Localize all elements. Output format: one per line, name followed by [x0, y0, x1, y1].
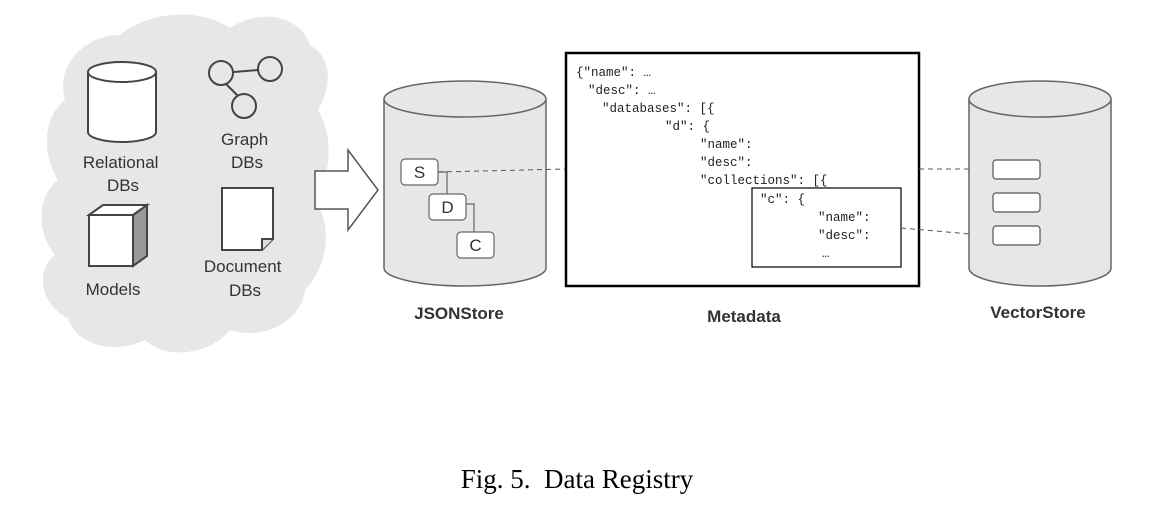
svg-text:C: C [469, 236, 481, 255]
vector-slot [992, 225, 1041, 246]
relational-db-icon [87, 61, 157, 143]
data-sources-cloud [41, 14, 329, 353]
schema-node-s: S [400, 158, 439, 186]
svg-text:S: S [414, 163, 425, 182]
models-cube-icon [85, 203, 151, 268]
graph-dbs-label: Graph DBs [221, 130, 273, 172]
vectorstore-label: VectorStore [990, 303, 1085, 322]
schema-node-d: D [428, 193, 467, 221]
models-label: Models [86, 280, 141, 299]
metadata-line: "desc": … [588, 84, 656, 98]
graph-db-icon [208, 56, 283, 119]
metadata-json-text: {"name": … "desc": … "databases": [{ "d"… [576, 66, 828, 188]
vectorstore-cylinder [968, 80, 1112, 287]
metadata-line: "desc": [700, 156, 753, 170]
vector-slot [992, 159, 1041, 180]
metadata-line: "collections": [{ [700, 174, 828, 188]
vector-slot [992, 192, 1041, 213]
jsonstore-metadata-link [437, 168, 567, 173]
metadata-line: "name": [700, 138, 753, 152]
jsonstore-cylinder [383, 80, 547, 287]
jsonstore-label: JSONStore [414, 304, 504, 323]
collection-box [751, 187, 902, 268]
collection-line: "desc": [818, 229, 871, 243]
document-dbs-label: Document DBs [204, 257, 286, 300]
collection-line: "name": [818, 211, 871, 225]
schema-node-c: C [456, 231, 495, 259]
figure-caption: Fig. 5. Data Registry [461, 464, 694, 494]
metadata-line: "databases": [{ [602, 102, 715, 116]
svg-text:D: D [441, 198, 453, 217]
metadata-line: {"name": … [576, 66, 651, 80]
document-db-icon [221, 187, 274, 251]
ingest-arrow-icon [314, 147, 379, 233]
metadata-label: Metadata [707, 307, 781, 326]
relational-dbs-label: Relational DBs [83, 153, 163, 195]
metadata-line: "d": { [665, 120, 710, 134]
collection-line: "c": { [760, 193, 805, 207]
collection-line: … [822, 247, 830, 261]
collection-json-text: "c": { "name": "desc": … [760, 193, 871, 261]
